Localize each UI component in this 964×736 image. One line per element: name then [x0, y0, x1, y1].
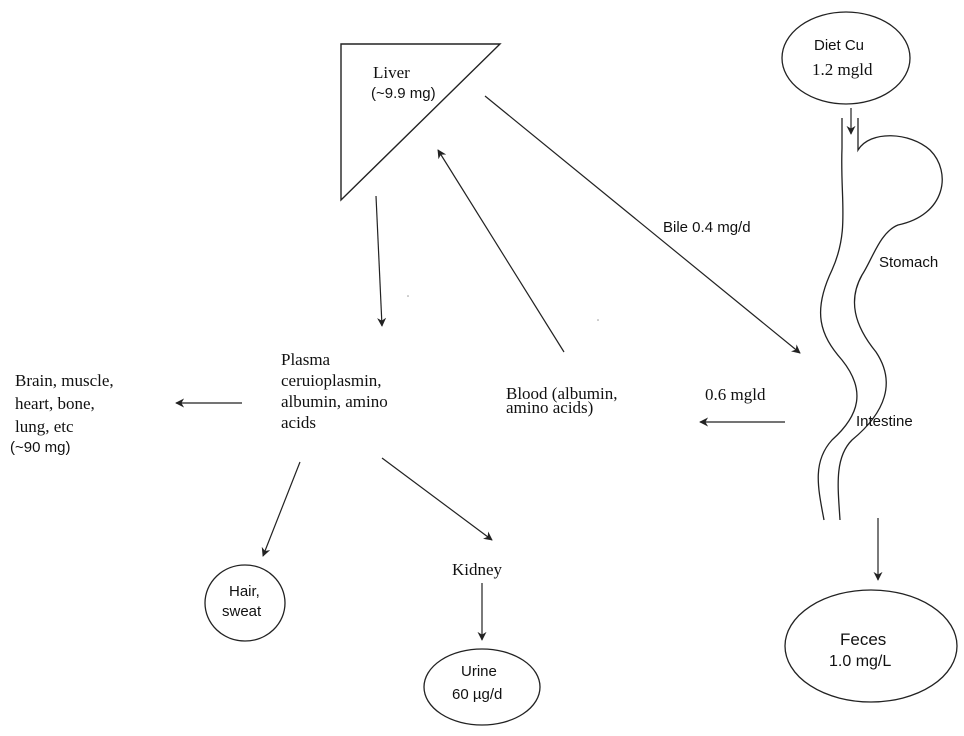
liver-amount: (~9.9 mg): [371, 85, 436, 102]
gut-tube: [817, 118, 943, 521]
diet-amount: 1.2 mgld: [812, 60, 873, 79]
feces-amount: 1.0 mg/L: [829, 653, 892, 670]
plasma-label-line4: acids: [281, 413, 316, 432]
arrow-plasma-to-kidney: [381, 457, 493, 541]
feces-oval: [784, 589, 958, 703]
bile-label: Bile 0.4 mg/d: [663, 219, 751, 236]
liver-label: Liver: [373, 63, 410, 82]
tissues-label-line2: heart, bone,: [15, 394, 95, 413]
blood-label-line1: Blood (albumin,: [506, 384, 618, 403]
diet-label: Diet Cu: [814, 37, 865, 54]
liver-triangle: [340, 43, 502, 202]
plasma-label-line1: Plasma: [281, 350, 331, 369]
stomach-label: Stomach: [879, 254, 939, 271]
arrow-liver-to-plasma: [375, 195, 387, 327]
plasma-label-line3: albumin, amino: [281, 392, 388, 411]
urine-label: Urine: [461, 663, 497, 680]
arrow-plasma-to-hair: [261, 461, 301, 557]
arrow-blood-to-liver: [437, 149, 565, 353]
hair-label-line1: Hair,: [229, 583, 260, 600]
urine-oval: [423, 648, 541, 726]
absorption-label: 0.6 mgld: [705, 385, 766, 404]
blood-label-line2: amino acids): [506, 398, 594, 417]
tissues-label-line3: lung, etc: [15, 417, 74, 436]
kidney-label: Kidney: [452, 560, 503, 579]
hair-label-line2: sweat: [222, 603, 262, 620]
plasma-label-line2: ceruioplasmin,: [281, 371, 382, 390]
intestine-label: Intestine: [856, 413, 913, 430]
feces-label: Feces: [840, 630, 887, 649]
tissues-label-line4: (~90 mg): [10, 439, 71, 456]
diet-oval: [781, 11, 911, 105]
arrow-liver-to-intestine: [484, 95, 801, 354]
tissues-label-line1: Brain, muscle,: [15, 371, 114, 390]
hair-oval: [204, 564, 286, 642]
urine-amount: 60 µg/d: [452, 686, 503, 703]
